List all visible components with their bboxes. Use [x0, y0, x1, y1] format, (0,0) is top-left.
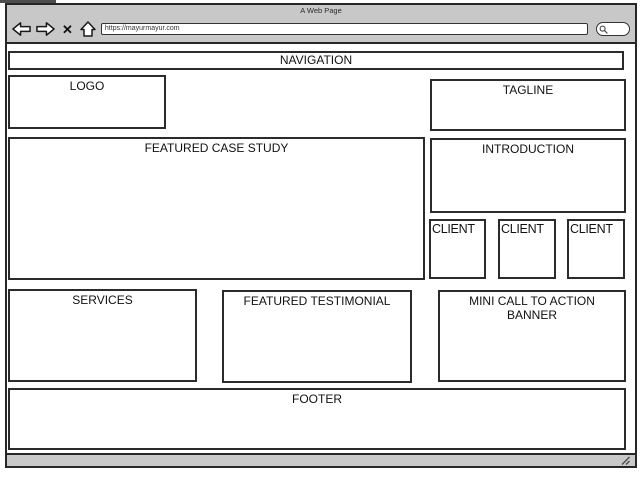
- search-icon: [599, 25, 608, 34]
- back-button-icon[interactable]: [12, 21, 31, 37]
- services-section: SERVICES: [8, 289, 197, 382]
- featured-testimonial-section: FEATURED TESTIMONIAL: [222, 290, 412, 383]
- featured-testimonial-label: FEATURED TESTIMONIAL: [243, 294, 391, 308]
- client-label: CLIENT: [432, 222, 475, 236]
- browser-window: A Web Page ✕ https://mayurmayur.com: [5, 3, 637, 468]
- tagline-section: TAGLINE: [430, 79, 626, 131]
- window-title: A Web Page: [300, 6, 342, 15]
- featured-case-study-label: FEATURED CASE STUDY: [144, 141, 289, 155]
- resize-grip-icon[interactable]: [621, 456, 630, 465]
- client-label: CLIENT: [501, 222, 544, 236]
- mini-cta-banner-label: MINI CALL TO ACTION BANNER: [469, 294, 595, 322]
- client-label: CLIENT: [570, 222, 613, 236]
- tagline-label: TAGLINE: [502, 83, 554, 97]
- home-button-icon[interactable]: [80, 21, 96, 37]
- url-input[interactable]: https://mayurmayur.com: [100, 23, 588, 35]
- browser-toolbar: ✕ https://mayurmayur.com: [7, 16, 635, 42]
- top-left-strip: [0, 0, 56, 3]
- footer-label: FOOTER: [292, 392, 342, 406]
- navigation-label: NAVIGATION: [279, 53, 353, 67]
- forward-button-icon[interactable]: [36, 21, 55, 37]
- client-box-3: CLIENT: [567, 219, 625, 279]
- window-status-bar: [7, 455, 635, 466]
- mini-cta-banner-section: MINI CALL TO ACTION BANNER: [438, 290, 626, 382]
- footer-section: FOOTER: [8, 388, 626, 450]
- search-input[interactable]: [596, 22, 630, 36]
- client-box-2: CLIENT: [498, 219, 556, 279]
- navigation-section: NAVIGATION: [8, 51, 624, 70]
- services-label: SERVICES: [72, 293, 133, 307]
- client-box-1: CLIENT: [429, 219, 486, 279]
- featured-case-study-section: FEATURED CASE STUDY: [8, 137, 425, 280]
- logo-section: LOGO: [8, 75, 166, 129]
- logo-label: LOGO: [69, 79, 105, 93]
- introduction-label: INTRODUCTION: [482, 142, 574, 156]
- page-canvas: NAVIGATION LOGO TAGLINE FEATURED CASE ST…: [7, 42, 635, 455]
- introduction-section: INTRODUCTION: [430, 138, 626, 213]
- stop-button-icon[interactable]: ✕: [62, 21, 73, 37]
